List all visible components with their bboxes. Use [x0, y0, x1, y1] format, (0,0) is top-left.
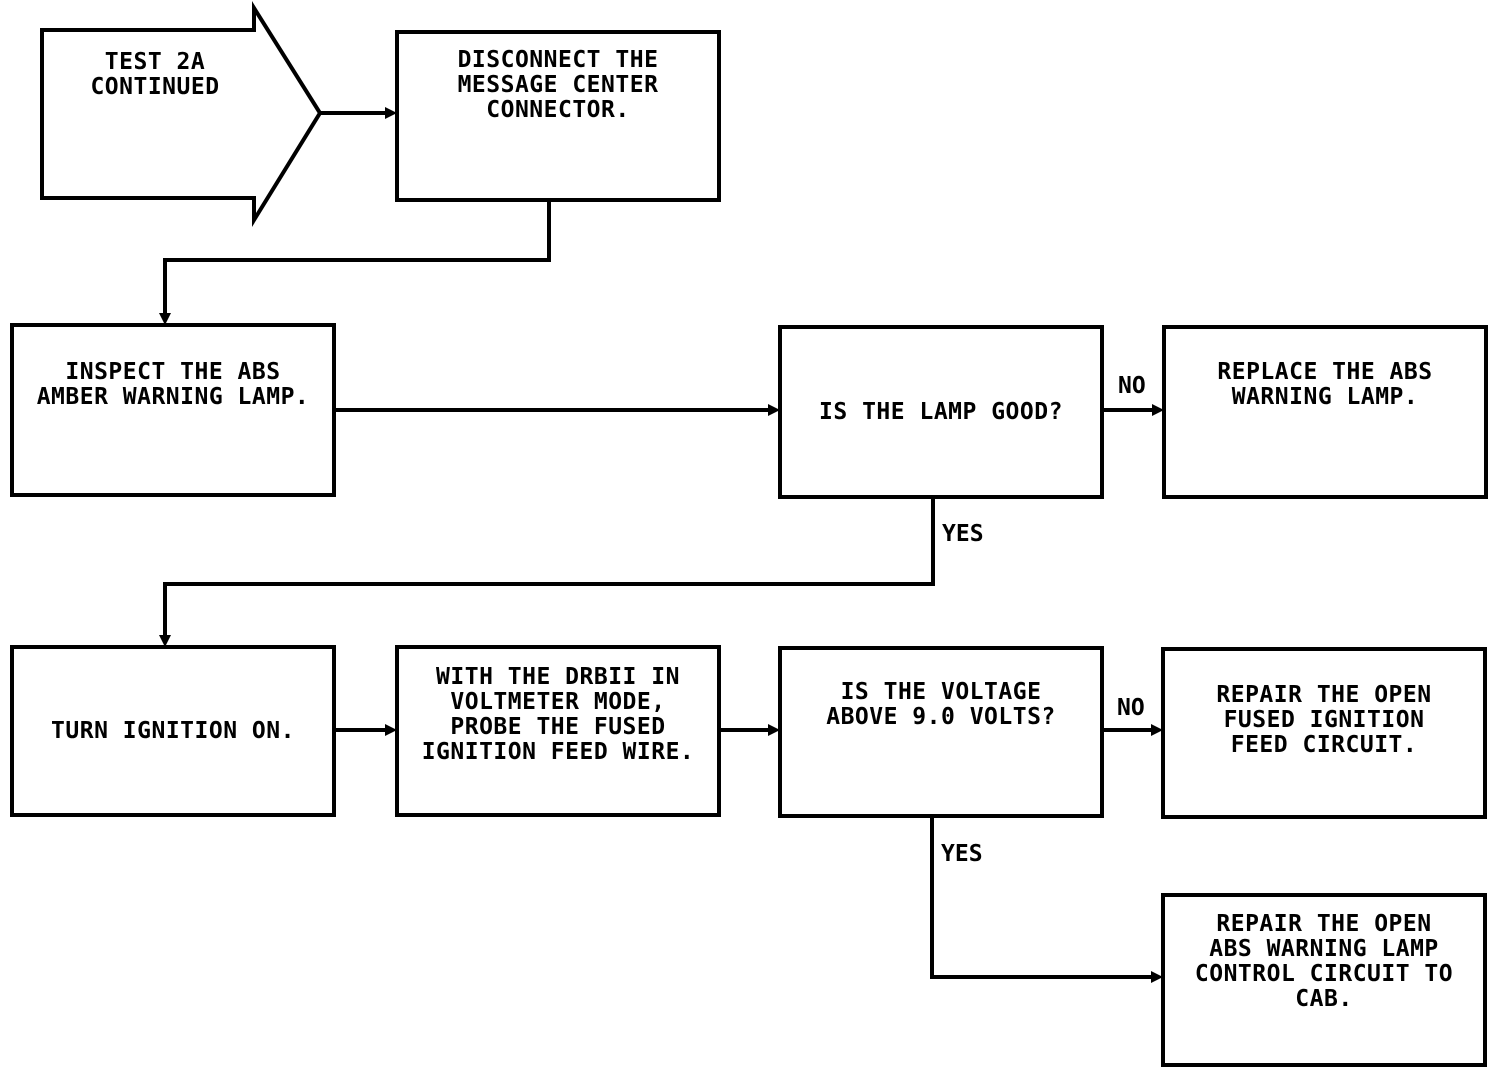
replace-lamp-box: [1162, 325, 1488, 499]
inspect-box: [10, 323, 336, 497]
arrowhead-voltage-feed: [1151, 724, 1163, 736]
arrowhead-start-disconnect: [385, 107, 397, 119]
arrowhead-inspect-lamp: [768, 404, 780, 416]
ignition-on-text: TURN IGNITION ON.: [51, 717, 295, 744]
edge-voltage-control: [930, 816, 1152, 979]
arrowhead-ignition-probe: [385, 724, 397, 736]
repair-feed-text: REPAIR THE OPEN FUSED IGNITION FEED CIRC…: [1216, 682, 1432, 758]
voltage-text: IS THE VOLTAGE ABOVE 9.0 VOLTS?: [826, 679, 1056, 730]
disconnect-text: DISCONNECT THE MESSAGE CENTER CONNECTOR.: [457, 47, 659, 123]
probe-text: WITH THE DRBII IN VOLTMETER MODE, PROBE …: [421, 664, 695, 765]
arrowhead-lamp-replace: [1152, 404, 1164, 416]
replace-lamp-text: REPLACE THE ABS WARNING LAMP.: [1217, 359, 1433, 410]
disconnect-box: [395, 30, 721, 202]
repair-control-box: [1161, 893, 1487, 1067]
arrowhead-disconnect-inspect: [159, 313, 171, 325]
lamp-good-box: [778, 325, 1104, 499]
arrowhead-probe-voltage: [768, 724, 780, 736]
edge-label-voltage-no: NO: [1117, 695, 1145, 721]
arrowhead-voltage-control: [1151, 971, 1163, 983]
repair-control-text: REPAIR THE OPEN ABS WARNING LAMP CONTROL…: [1194, 911, 1454, 1012]
lamp-good-text: IS THE LAMP GOOD?: [819, 398, 1063, 425]
edge-label-voltage-yes: YES: [941, 841, 983, 867]
edge-label-lamp-no: NO: [1118, 373, 1146, 399]
repair-feed-box: [1161, 647, 1487, 819]
start-arrow-shape: [40, 1, 323, 228]
inspect-text: INSPECT THE ABS AMBER WARNING LAMP.: [36, 359, 310, 410]
voltage-box: [778, 646, 1104, 818]
ignition-on-box: [10, 645, 336, 817]
probe-box: [395, 645, 721, 817]
edge-disconnect-inspect: [163, 200, 551, 314]
start-label: TEST 2A CONTINUED: [90, 49, 220, 100]
edge-lamp-ignition: [163, 497, 935, 636]
arrowhead-lamp-ignition: [159, 635, 171, 647]
edge-label-lamp-yes: YES: [942, 521, 984, 547]
